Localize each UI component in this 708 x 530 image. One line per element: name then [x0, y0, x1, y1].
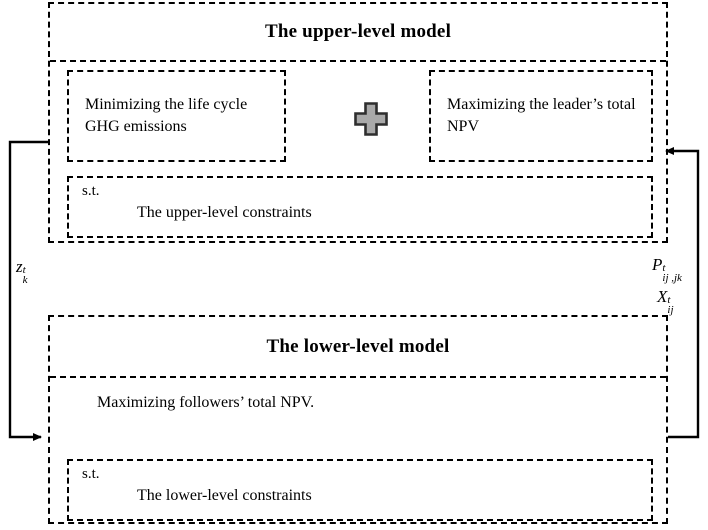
- label-x-sup: t: [667, 294, 671, 307]
- objective-text-ghg: Minimizing the life cycle GHG emissions: [85, 96, 248, 135]
- label-p-sup: t: [662, 262, 666, 275]
- objective-box-npv: Maximizing the leader’s total NPV: [429, 70, 653, 162]
- plus-icon: [353, 101, 389, 137]
- label-x-sub: ij: [667, 304, 674, 317]
- upper-level-model-header: The upper-level model: [50, 4, 666, 62]
- lower-level-objective-text: Maximizing followers’ total NPV.: [97, 394, 315, 411]
- lower-level-model-title: The lower-level model: [266, 335, 450, 357]
- upper-level-model-box: The upper-level model Minimizing the lif…: [48, 2, 668, 243]
- upper-constraints-text: The upper-level constraints: [137, 204, 312, 221]
- objective-text-npv: Maximizing the leader’s total NPV: [447, 96, 636, 135]
- label-z-sup: t: [22, 264, 26, 277]
- upper-level-constraints-box: s.t. The upper-level constraints: [67, 176, 653, 238]
- lower-level-model-header: The lower-level model: [50, 317, 666, 378]
- label-p-sub: ij ,jk: [662, 272, 682, 285]
- lower-level-constraints-box: s.t. The lower-level constraints: [67, 459, 653, 521]
- upper-level-model-title: The upper-level model: [264, 21, 452, 42]
- label-p-base: P: [652, 255, 663, 274]
- lower-st-label: s.t.: [82, 466, 100, 482]
- upper-st-label: s.t.: [82, 183, 100, 199]
- upper-level-objective-row: Minimizing the life cycle GHG emissions …: [67, 70, 653, 162]
- label-z-sub: k: [22, 274, 28, 287]
- left-connector-path: [8, 140, 48, 441]
- objective-box-ghg: Minimizing the life cycle GHG emissions: [67, 70, 286, 162]
- label-x-base: X: [657, 287, 668, 306]
- lower-level-model-box: The lower-level model Maximizing followe…: [48, 315, 668, 524]
- label-z-base: z: [16, 257, 23, 276]
- lower-constraints-text: The lower-level constraints: [137, 487, 312, 504]
